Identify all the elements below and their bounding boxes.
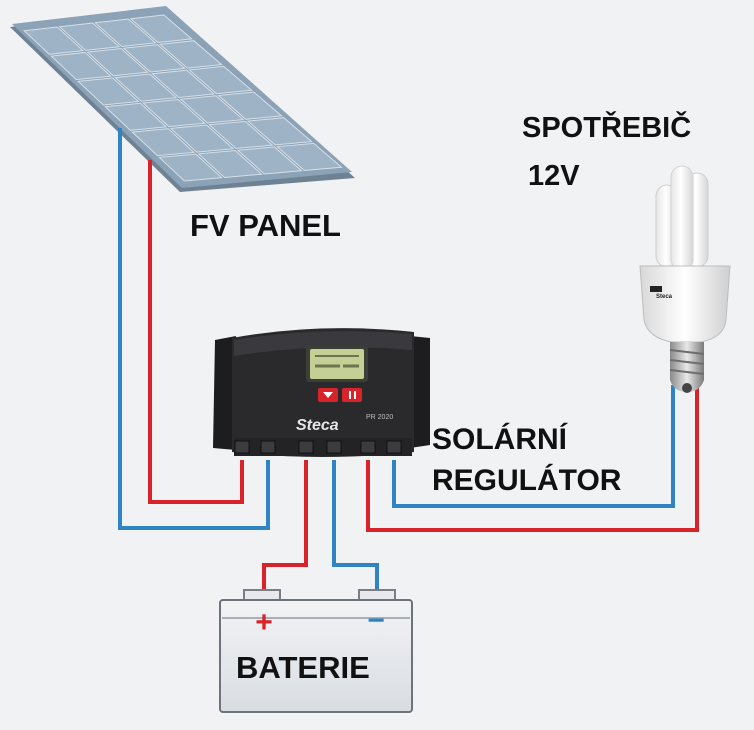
solar-panel-icon [10, 6, 355, 192]
load-voltage-label: 12V [528, 160, 580, 192]
solar-cell [86, 48, 149, 77]
solar-panel-cells [23, 14, 343, 182]
solar-cell [129, 14, 193, 44]
regulator-label-line2: REGULÁTOR [432, 464, 622, 497]
solar-cell [141, 99, 206, 128]
battery-plus-sign: + [255, 606, 273, 639]
solar-cell [122, 44, 186, 73]
solar-cell [104, 102, 168, 131]
regulator-label-line1: SOLÁRNÍ [432, 423, 567, 456]
energy-saving-bulb-icon: Steca [639, 165, 731, 393]
load-label: SPOTŘEBIČ [522, 112, 692, 144]
solar-cell [169, 124, 235, 153]
solar-cell [151, 69, 216, 98]
panel-positive-wire [148, 160, 244, 504]
controller-terminal [360, 440, 376, 454]
controller-terminals [234, 440, 402, 454]
solar-cell [158, 153, 223, 182]
bulb-brand: Steca [656, 294, 673, 300]
controller-terminal [298, 440, 314, 454]
solar-cell [58, 22, 121, 51]
load-positive-wire [366, 385, 699, 532]
load-negative-wire [392, 385, 675, 508]
solar-cell [179, 95, 245, 124]
solar-cell [131, 128, 196, 157]
controller-model: PR 2020 [366, 414, 393, 421]
solar-cell [188, 65, 253, 95]
battery-positive-wire [262, 460, 308, 598]
controller-brand: Steca [296, 417, 339, 434]
charge-controller-icon: Steca PR 2020 [213, 328, 430, 457]
solar-cell [23, 26, 85, 55]
controller-terminal [326, 440, 342, 454]
solar-cell [94, 18, 157, 47]
solar-cell [77, 77, 140, 106]
controller-terminal [234, 440, 250, 454]
battery-minus-sign: − [367, 604, 385, 637]
battery-icon: + − [219, 589, 413, 713]
solar-cell [217, 91, 283, 120]
battery-label: BATERIE [236, 650, 370, 685]
controller-terminal [386, 440, 402, 454]
panel-negative-wire [118, 128, 270, 530]
battery-negative-wire [332, 460, 379, 598]
solar-cell [50, 51, 112, 81]
solar-cell [275, 142, 343, 171]
solar-cell [158, 40, 223, 69]
solar-cell [197, 150, 263, 179]
solar-cell [114, 73, 178, 102]
wires [118, 128, 699, 598]
controller-terminal [260, 440, 276, 454]
solar-panel-label: FV PANEL [190, 208, 341, 243]
solar-cell [246, 117, 313, 146]
solar-cell [236, 146, 303, 175]
solar-cell [208, 120, 274, 149]
